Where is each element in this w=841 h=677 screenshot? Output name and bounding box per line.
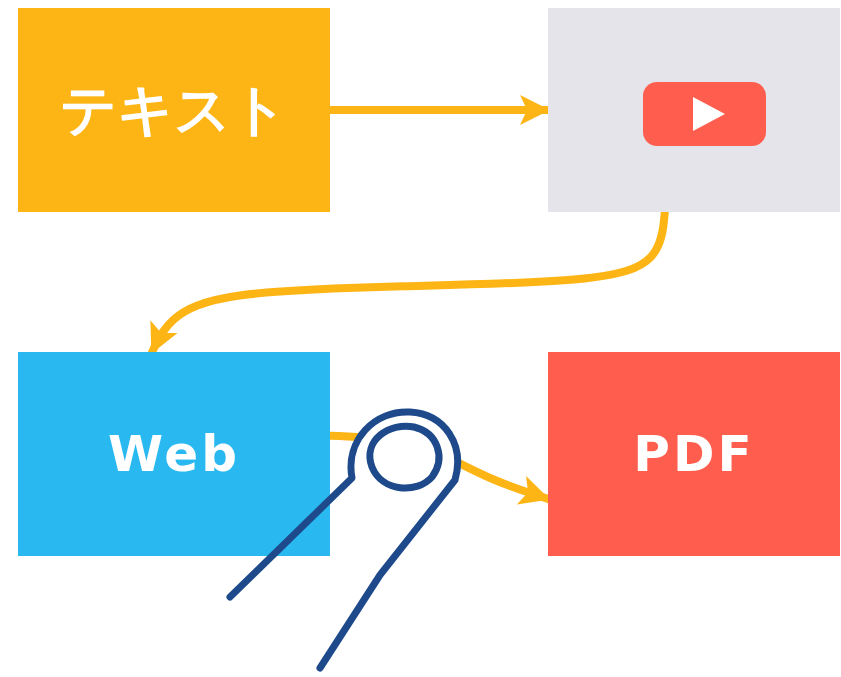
box-label: Web: [108, 427, 240, 482]
play-button: [643, 82, 766, 146]
pdf-box: PDF: [548, 352, 840, 556]
flow-arrow: [152, 212, 665, 352]
box-label: テキスト: [60, 79, 288, 141]
box-label: PDF: [633, 427, 754, 482]
flow-arrow: [330, 106, 548, 114]
video-box: [548, 8, 840, 212]
finger-nail: [370, 426, 439, 488]
flow-arrow: [330, 436, 548, 499]
text-box: テキスト: [18, 8, 330, 212]
finger-fill: [351, 412, 458, 525]
web-box: Web: [18, 352, 330, 556]
finger-outline: [230, 412, 458, 668]
play-triangle: [693, 97, 725, 131]
